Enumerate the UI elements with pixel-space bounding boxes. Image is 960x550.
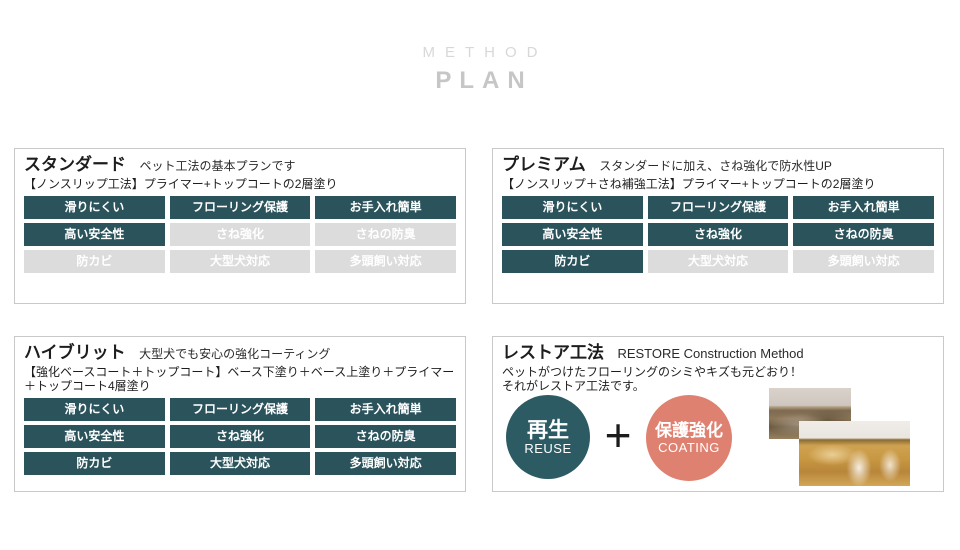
panel-description: 【ノンスリップ＋さね補強工法】プライマー+トップコートの2層塗り bbox=[502, 177, 876, 191]
after-floor-photo bbox=[799, 421, 910, 486]
feature-badge-grid: 滑りにくい フローリング保護 お手入れ簡単 高い安全性 さね強化 さねの防臭 防… bbox=[24, 398, 456, 475]
panel-head: スタンダード ペット工法の基本プランです bbox=[24, 155, 456, 176]
feature-badge: 防カビ bbox=[502, 250, 643, 273]
feature-badge: お手入れ簡単 bbox=[315, 196, 456, 219]
feature-badge: 高い安全性 bbox=[24, 425, 165, 448]
feature-badge: 多頭飼い対応 bbox=[793, 250, 934, 273]
feature-badge: フローリング保護 bbox=[169, 196, 311, 219]
coating-circle-sublabel: COATING bbox=[658, 440, 720, 455]
panel-head: プレミアム スタンダードに加え、さね強化で防水性UP bbox=[502, 155, 934, 176]
panel-description: 【強化ベースコート＋トップコート】ベース下塗り＋ベース上塗り＋プライマー＋トップ… bbox=[24, 365, 455, 393]
page-header: METHOD PLAN bbox=[0, 44, 960, 94]
feature-badge: お手入れ簡単 bbox=[793, 196, 934, 219]
panel-subtitle: ペット工法の基本プランです bbox=[139, 159, 296, 173]
restore-description: ペットがつけたフローリングのシミやキズも元どおり！ それがレストア工法です。 bbox=[502, 365, 934, 393]
feature-badge: フローリング保護 bbox=[647, 196, 789, 219]
restore-description-line: ペットがつけたフローリングのシミやキズも元どおり！ bbox=[502, 365, 803, 379]
feature-badge: 滑りにくい bbox=[24, 196, 165, 219]
panel-subtitle: RESTORE Construction Method bbox=[617, 346, 804, 361]
restore-description-line: それがレストア工法です。 bbox=[502, 379, 645, 393]
feature-badge: お手入れ簡単 bbox=[315, 398, 456, 421]
feature-badge: 高い安全性 bbox=[24, 223, 165, 246]
panel-title: スタンダード bbox=[24, 155, 126, 174]
plan-panel-restore: レストア工法 RESTORE Construction Method ペットがつ… bbox=[492, 336, 944, 492]
panel-head: レストア工法 RESTORE Construction Method bbox=[502, 343, 934, 363]
panel-title: プレミアム bbox=[502, 155, 586, 174]
panel-title: レストア工法 bbox=[502, 343, 604, 362]
plan-panel-hybrid: ハイブリット 大型犬でも安心の強化コーティング 【強化ベースコート＋トップコート… bbox=[14, 336, 466, 492]
panel-subtitle: スタンダードに加え、さね強化で防水性UP bbox=[599, 159, 832, 173]
header-eyebrow: METHOD bbox=[422, 44, 548, 61]
page-title: PLAN bbox=[435, 67, 533, 94]
feature-badge: 滑りにくい bbox=[24, 398, 165, 421]
feature-badge: 多頭飼い対応 bbox=[315, 452, 456, 475]
feature-badge: さね強化 bbox=[169, 425, 311, 448]
plus-icon: + bbox=[604, 409, 632, 461]
feature-badge: 大型犬対応 bbox=[169, 452, 311, 475]
feature-badge: フローリング保護 bbox=[169, 398, 311, 421]
feature-badge: さね強化 bbox=[169, 223, 311, 246]
coating-circle: 保護強化 COATING bbox=[646, 395, 732, 481]
feature-badge: 滑りにくい bbox=[502, 196, 643, 219]
feature-badge: さね強化 bbox=[647, 223, 789, 246]
panel-description: 【ノンスリップ工法】プライマー+トップコートの2層塗り bbox=[24, 177, 338, 191]
panel-subtitle: 大型犬でも安心の強化コーティング bbox=[139, 347, 331, 361]
feature-badge: さねの防臭 bbox=[793, 223, 934, 246]
feature-badge: 多頭飼い対応 bbox=[315, 250, 456, 273]
feature-badge-grid: 滑りにくい フローリング保護 お手入れ簡単 高い安全性 さね強化 さねの防臭 防… bbox=[24, 196, 456, 273]
feature-badge: 大型犬対応 bbox=[169, 250, 311, 273]
panel-head: ハイブリット 大型犬でも安心の強化コーティング bbox=[24, 343, 456, 364]
feature-badge: 高い安全性 bbox=[502, 223, 643, 246]
feature-badge-grid: 滑りにくい フローリング保護 お手入れ簡単 高い安全性 さね強化 さねの防臭 防… bbox=[502, 196, 934, 273]
coating-circle-label: 保護強化 bbox=[655, 421, 723, 440]
feature-badge: 防カビ bbox=[24, 452, 165, 475]
panel-title: ハイブリット bbox=[24, 343, 126, 362]
plan-panel-standard: スタンダード ペット工法の基本プランです 【ノンスリップ工法】プライマー+トップ… bbox=[14, 148, 466, 304]
feature-badge: さねの防臭 bbox=[315, 425, 456, 448]
plan-panel-premium: プレミアム スタンダードに加え、さね強化で防水性UP 【ノンスリップ＋さね補強工… bbox=[492, 148, 944, 304]
feature-badge: さねの防臭 bbox=[315, 223, 456, 246]
reuse-circle: 再生 REUSE bbox=[506, 395, 590, 479]
feature-badge: 防カビ bbox=[24, 250, 165, 273]
reuse-circle-sublabel: REUSE bbox=[524, 440, 572, 456]
reuse-circle-label: 再生 bbox=[527, 418, 569, 442]
feature-badge: 大型犬対応 bbox=[647, 250, 789, 273]
